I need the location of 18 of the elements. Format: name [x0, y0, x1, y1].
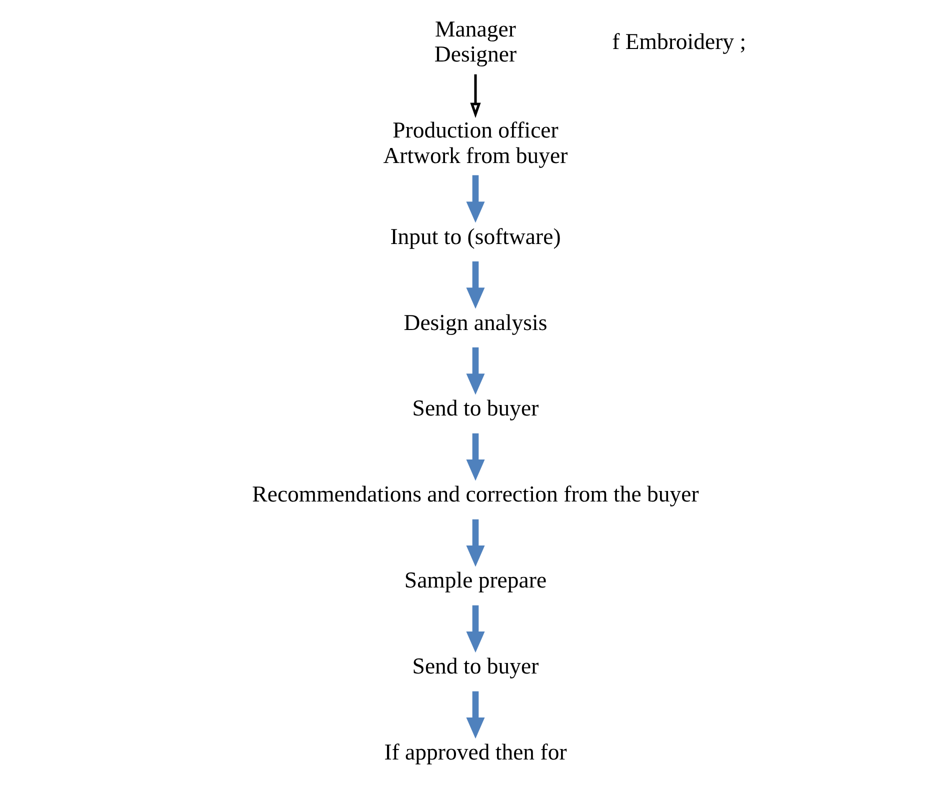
node-text: Production officer Artwork from buyer	[382, 118, 568, 168]
arrow	[466, 175, 484, 223]
arrow	[466, 261, 484, 309]
label: f Embroidery ;	[612, 29, 746, 54]
node-text: Send to buyer	[412, 654, 538, 679]
arrow	[466, 691, 484, 739]
arrow	[466, 605, 484, 653]
node-text: Input to (software)	[390, 224, 560, 249]
node-text: Send to buyer	[412, 396, 538, 421]
arrow	[466, 519, 484, 567]
arrow	[466, 347, 484, 395]
node-text: Sample prepare	[404, 568, 546, 593]
arrow	[470, 74, 480, 118]
node-text: Recommendations and correction from the buyer	[252, 482, 698, 507]
node-text: Manager Designer	[434, 16, 516, 67]
node-text: Design analysis	[403, 310, 547, 335]
arrow	[466, 433, 484, 481]
node-text: If approved then for	[384, 740, 566, 765]
